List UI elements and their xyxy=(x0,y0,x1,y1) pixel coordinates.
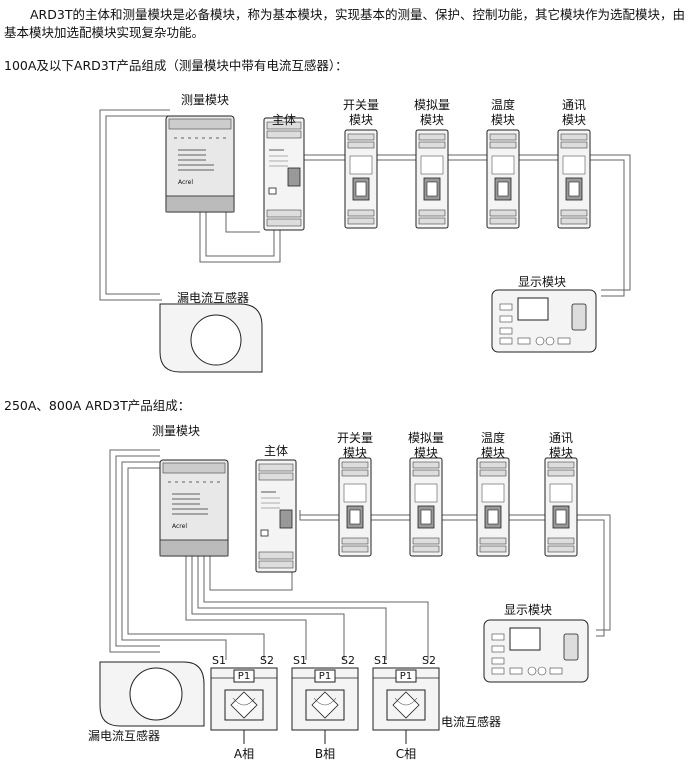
diagram-100a: 测量模块 主体 开关量 模块 模拟量 模块 温度 模块 通讯 模块 显示模块 漏… xyxy=(99,93,631,373)
leakage-ct-2 xyxy=(99,661,205,727)
label-main-body-2: 主体 xyxy=(264,444,288,458)
marker-p1-b: P1 xyxy=(319,671,331,682)
label-analog-module-2-line2: 模块 xyxy=(414,446,438,460)
label-switch-module-1-line1: 开关量 xyxy=(343,98,379,112)
terminal-s2-b: S2 xyxy=(341,654,355,667)
terminal-s2-c: S2 xyxy=(422,654,436,667)
label-main-body-1: 主体 xyxy=(272,113,296,127)
label-temp-module-1-line1: 温度 xyxy=(491,97,515,112)
label-comm-module-1-line1: 通讯 xyxy=(562,98,586,112)
label-display-module-1: 显示模块 xyxy=(518,275,566,289)
label-measure-module-2: 测量模块 xyxy=(152,424,200,438)
marker-p1-a: P1 xyxy=(238,671,250,682)
label-switch-module-2-line2: 模块 xyxy=(343,446,367,460)
label-temp-module-2-line2: 模块 xyxy=(481,446,505,460)
label-comm-module-2-line1: 通讯 xyxy=(549,431,573,445)
label-display-module-2: 显示模块 xyxy=(504,603,552,617)
terminal-s1-c: S1 xyxy=(374,654,388,667)
label-current-transformer: 电流互感器 xyxy=(441,714,501,729)
label-phase-c: C相 xyxy=(396,747,416,761)
label-phase-b: B相 xyxy=(315,747,335,761)
label-switch-module-1-line2: 模块 xyxy=(349,113,373,127)
label-temp-module-2-line1: 温度 xyxy=(481,430,505,445)
label-comm-module-2-line2: 模块 xyxy=(549,446,573,460)
diagram-250a-800a: 测量模块 主体 开关量 模块 模拟量 模块 温度 模块 通讯 模块 显示模块 漏… xyxy=(88,424,611,761)
terminal-s1-a: S1 xyxy=(212,654,226,667)
terminal-s2-a: S2 xyxy=(260,654,274,667)
brand-logo-1: Acrel xyxy=(178,179,193,186)
label-measure-module-1: 测量模块 xyxy=(181,93,229,107)
label-comm-module-1-line2: 模块 xyxy=(562,113,586,127)
leakage-ct-1 xyxy=(159,303,263,373)
label-analog-module-2-line1: 模拟量 xyxy=(408,431,444,445)
heading-100a: 100A及以下ARD3T产品组成（测量模块中带有电流互感器）： xyxy=(4,58,348,73)
brand-logo-2: Acrel xyxy=(172,523,187,530)
label-analog-module-1-line1: 模拟量 xyxy=(414,98,450,112)
label-phase-a: A相 xyxy=(234,747,254,761)
label-leakage-ct-1: 漏电流互感器 xyxy=(177,290,249,305)
heading-250a-800a: 250A、800A ARD3T产品组成： xyxy=(4,398,191,413)
label-switch-module-2-line1: 开关量 xyxy=(337,431,373,445)
marker-p1-c: P1 xyxy=(400,671,412,682)
label-temp-module-1-line2: 模块 xyxy=(491,113,515,127)
label-analog-module-1-line2: 模块 xyxy=(420,113,444,127)
label-leakage-ct-2: 漏电流互感器 xyxy=(88,728,160,743)
terminal-s1-b: S1 xyxy=(293,654,307,667)
intro-paragraph: ARD3T的主体和测量模块是必备模块，称为基本模块，实现基本的测量、保护、控制功… xyxy=(4,7,685,40)
